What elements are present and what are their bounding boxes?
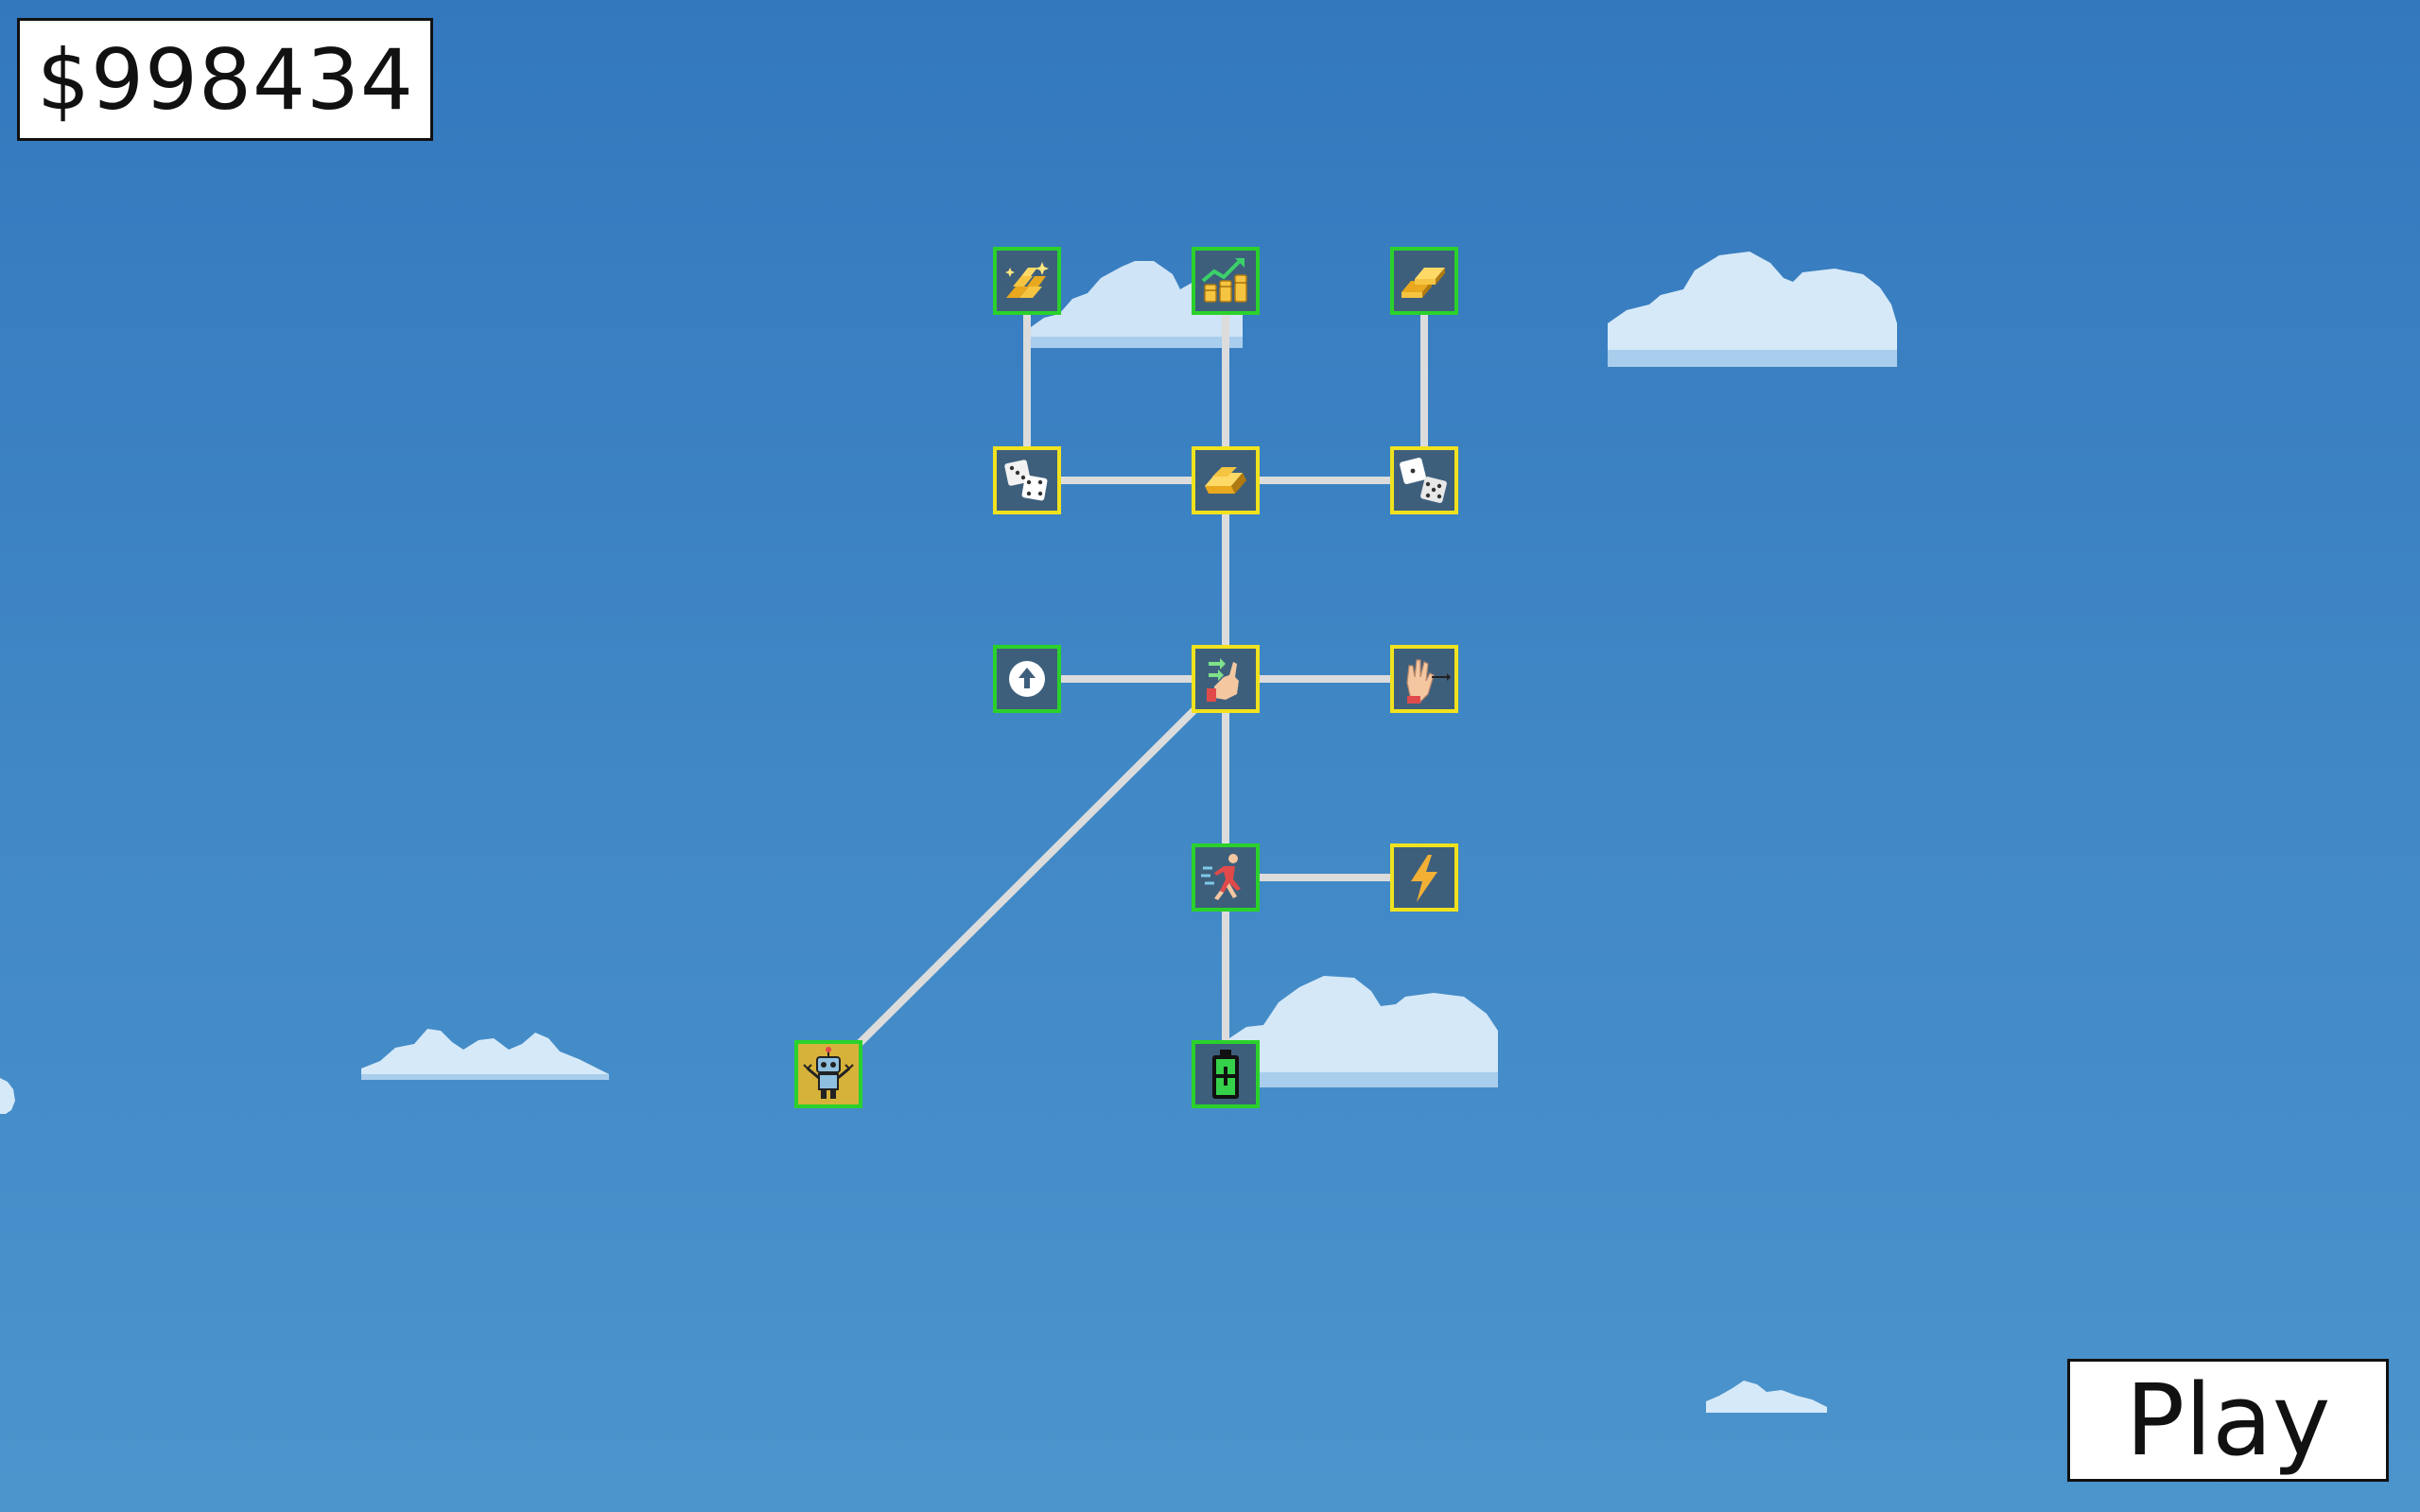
skill-node-robot[interactable] (794, 1040, 862, 1108)
cloud (1229, 976, 1498, 1087)
gold-bars-icon (1402, 268, 1445, 298)
hand-swap-icon (1207, 658, 1239, 702)
skill-node-hand-stop[interactable] (1390, 645, 1458, 713)
lightning-icon (1411, 855, 1437, 902)
robot-icon (803, 1047, 854, 1099)
cloud (1706, 1381, 1827, 1413)
skill-node-gold-pile[interactable] (993, 247, 1061, 315)
battery-icon (1212, 1050, 1239, 1099)
cloud (0, 1078, 15, 1114)
skill-node-lightning[interactable] (1390, 843, 1458, 912)
arrow-up-circle-icon (1009, 661, 1045, 697)
skill-node-gold-bars[interactable] (1390, 247, 1458, 315)
play-button-label: Play (2125, 1363, 2331, 1478)
money-display: $998434 (17, 18, 433, 141)
play-button[interactable]: Play (2067, 1359, 2389, 1482)
skill-node-dice-left[interactable] (993, 446, 1061, 514)
connector (823, 673, 1231, 1080)
cloud (1608, 252, 1897, 367)
skill-node-dice-right[interactable] (1390, 446, 1458, 514)
skill-node-hand-swap[interactable] (1192, 645, 1260, 713)
skill-node-battery[interactable] (1192, 1040, 1260, 1108)
dice-icon (1400, 458, 1447, 503)
skill-node-gold-bar-center[interactable] (1192, 446, 1260, 514)
coins-growth-icon (1201, 258, 1247, 303)
runner-icon (1201, 854, 1241, 900)
skill-node-coins-growth[interactable] (1192, 247, 1260, 315)
cloud (361, 1029, 609, 1080)
gold-bar-icon (1205, 467, 1246, 494)
hand-stop-icon (1406, 659, 1451, 704)
money-value: $998434 (37, 30, 414, 129)
cloud (1031, 261, 1243, 348)
gold-pile-icon (1005, 262, 1049, 298)
skill-node-upgrade-arrow[interactable] (993, 645, 1061, 713)
skill-node-runner[interactable] (1192, 843, 1260, 912)
dice-icon (1004, 460, 1048, 501)
